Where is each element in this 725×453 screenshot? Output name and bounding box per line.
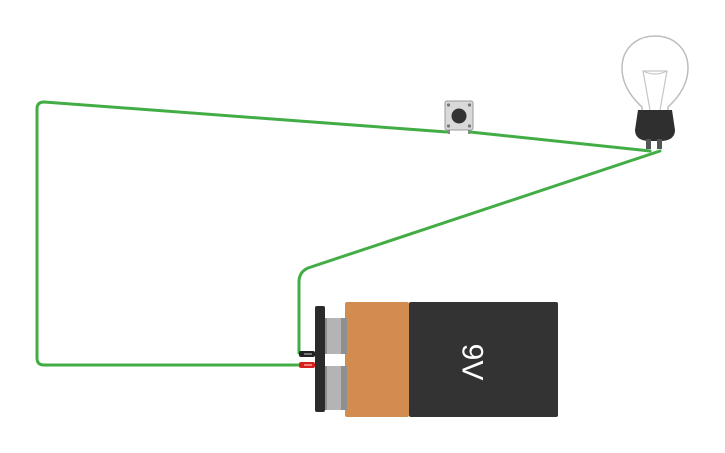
battery-9v[interactable]: 9V	[299, 302, 558, 417]
battery-terminals	[323, 318, 347, 410]
wire-bulb-to-battery[interactable]	[297, 149, 662, 355]
battery-cap	[345, 302, 409, 417]
light-bulb-icon	[621, 35, 689, 149]
battery-connector-plate	[315, 306, 325, 412]
light-bulb[interactable]	[621, 35, 689, 149]
battery-negative-terminal[interactable]	[299, 351, 315, 357]
wires	[35, 100, 662, 367]
battery-label: 9V	[456, 344, 489, 381]
wire-button-to-bulb[interactable]	[468, 130, 652, 153]
battery-positive-terminal[interactable]	[299, 362, 315, 368]
push-button-icon	[444, 100, 474, 134]
battery-body	[409, 302, 558, 417]
wire-battery-to-button[interactable]	[35, 100, 449, 367]
push-button[interactable]	[444, 100, 474, 134]
